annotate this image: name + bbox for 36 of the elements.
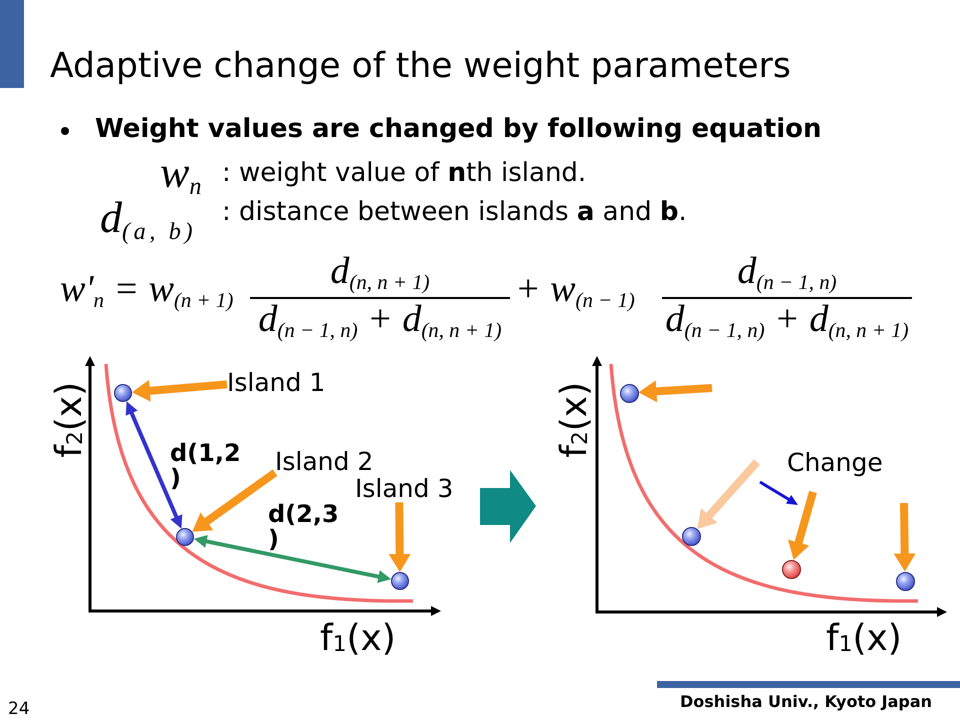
equation-numerator: d$_{(n − 1, n)}$: [737, 252, 837, 293]
callout-label: Island 1: [227, 370, 326, 396]
data-point-marker: [391, 572, 409, 590]
page-number: 24: [8, 700, 30, 719]
equation-term: w'$_{n}$ = w$_{(n + 1)}$: [60, 270, 234, 311]
equation-numerator: d$_{(n, n + 1)}$: [330, 252, 430, 293]
data-point-marker: [682, 526, 700, 546]
definition-text: : weight value of nth island.: [222, 158, 586, 190]
footer-text: Doshisha Univ., Kyoto Japan: [680, 693, 932, 712]
data-point-marker: [176, 528, 194, 546]
equation-term: + w$_{(n − 1)}$: [515, 270, 635, 311]
slide-title: Adaptive change of the weight parameters: [50, 46, 791, 88]
arrow: [132, 380, 228, 402]
arrow: [697, 459, 760, 529]
arrow: [192, 469, 278, 532]
data-point-marker: [782, 560, 800, 578]
equation-denominator: d$_{(n − 1, n)}$ + d$_{(n, n + 1)}$: [665, 300, 909, 341]
data-point-marker: [896, 572, 914, 590]
annotation-text: Change: [787, 450, 883, 476]
arrow: [788, 490, 817, 560]
math-symbol: d$_{(a, b)}$: [100, 196, 196, 244]
data-point-marker: [114, 384, 132, 402]
math-symbol: w$_{n}$: [160, 151, 206, 199]
callout-label: Island 2: [275, 449, 374, 476]
bullet-text: Weight values are changed by following equation: [95, 114, 822, 146]
data-point-marker: [620, 384, 638, 402]
callout-label: Island 3: [355, 476, 454, 502]
double-headed-arrow: [194, 535, 392, 583]
equation-denominator: d$_{(n − 1, n)}$ + d$_{(n, n + 1)}$: [258, 300, 502, 341]
edge-label: d(2,3 ): [268, 502, 339, 552]
double-headed-arrow: [126, 401, 182, 529]
edge-label: d(1,2 ): [170, 441, 241, 492]
definition-text: : distance between islands a and b.: [222, 197, 687, 228]
arrow: [894, 502, 916, 572]
arrow: [638, 380, 712, 402]
arrow: [388, 502, 411, 572]
